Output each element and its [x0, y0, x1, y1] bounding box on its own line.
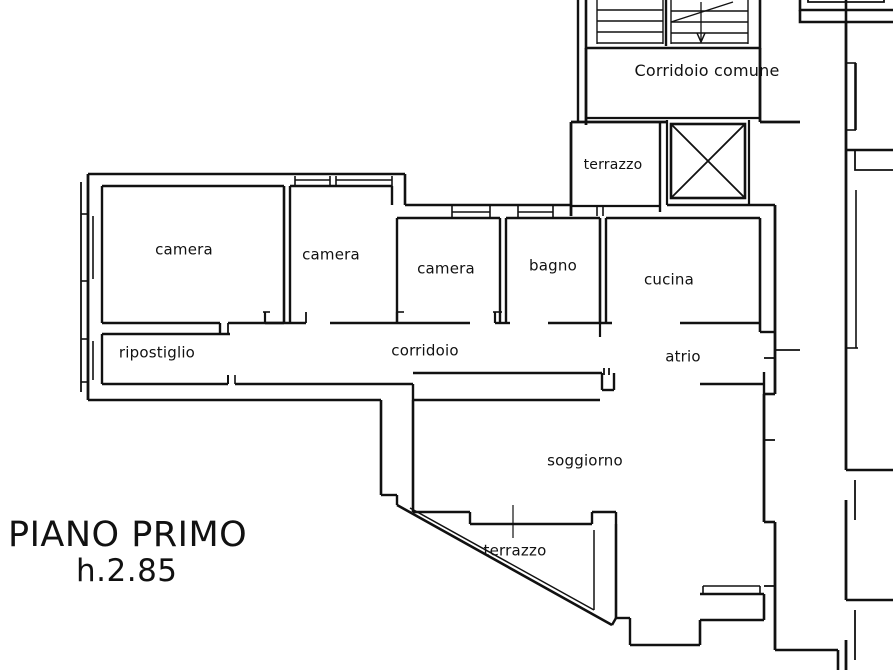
- floor-title: PIANO PRIMO: [8, 515, 248, 555]
- soggiorno-walls: [411, 398, 766, 647]
- stair-direction-arrow-icon: [670, 1, 734, 44]
- shaft-symbol: [665, 120, 775, 207]
- corridoio-atrio-walls: [381, 349, 800, 400]
- stairwell-outline: [584, 0, 762, 50]
- terrazzo-bottom-walls: [379, 400, 618, 627]
- right-adjacent-structure: [798, 0, 893, 670]
- corridoio-comune-walls: [576, 0, 800, 125]
- stair-treads-right: [670, 0, 749, 44]
- bagno-walls: [493, 216, 612, 337]
- ripostiglio-walls: [100, 332, 381, 386]
- cucina-walls: [604, 216, 775, 334]
- left-wall-windows: [81, 213, 94, 383]
- title-block: PIANO PRIMO h.2.85: [8, 515, 248, 589]
- camera-2-walls: [263, 176, 394, 325]
- misc-detail-lines: [700, 439, 775, 596]
- camera-3-walls: [330, 205, 554, 325]
- stairwell-group: [584, 0, 762, 50]
- stair-treads-left: [596, 0, 664, 44]
- ceiling-height: h.2.85: [76, 552, 178, 589]
- terrazzo-top-walls: [569, 120, 667, 216]
- apartment-outer-wall: [80, 172, 840, 670]
